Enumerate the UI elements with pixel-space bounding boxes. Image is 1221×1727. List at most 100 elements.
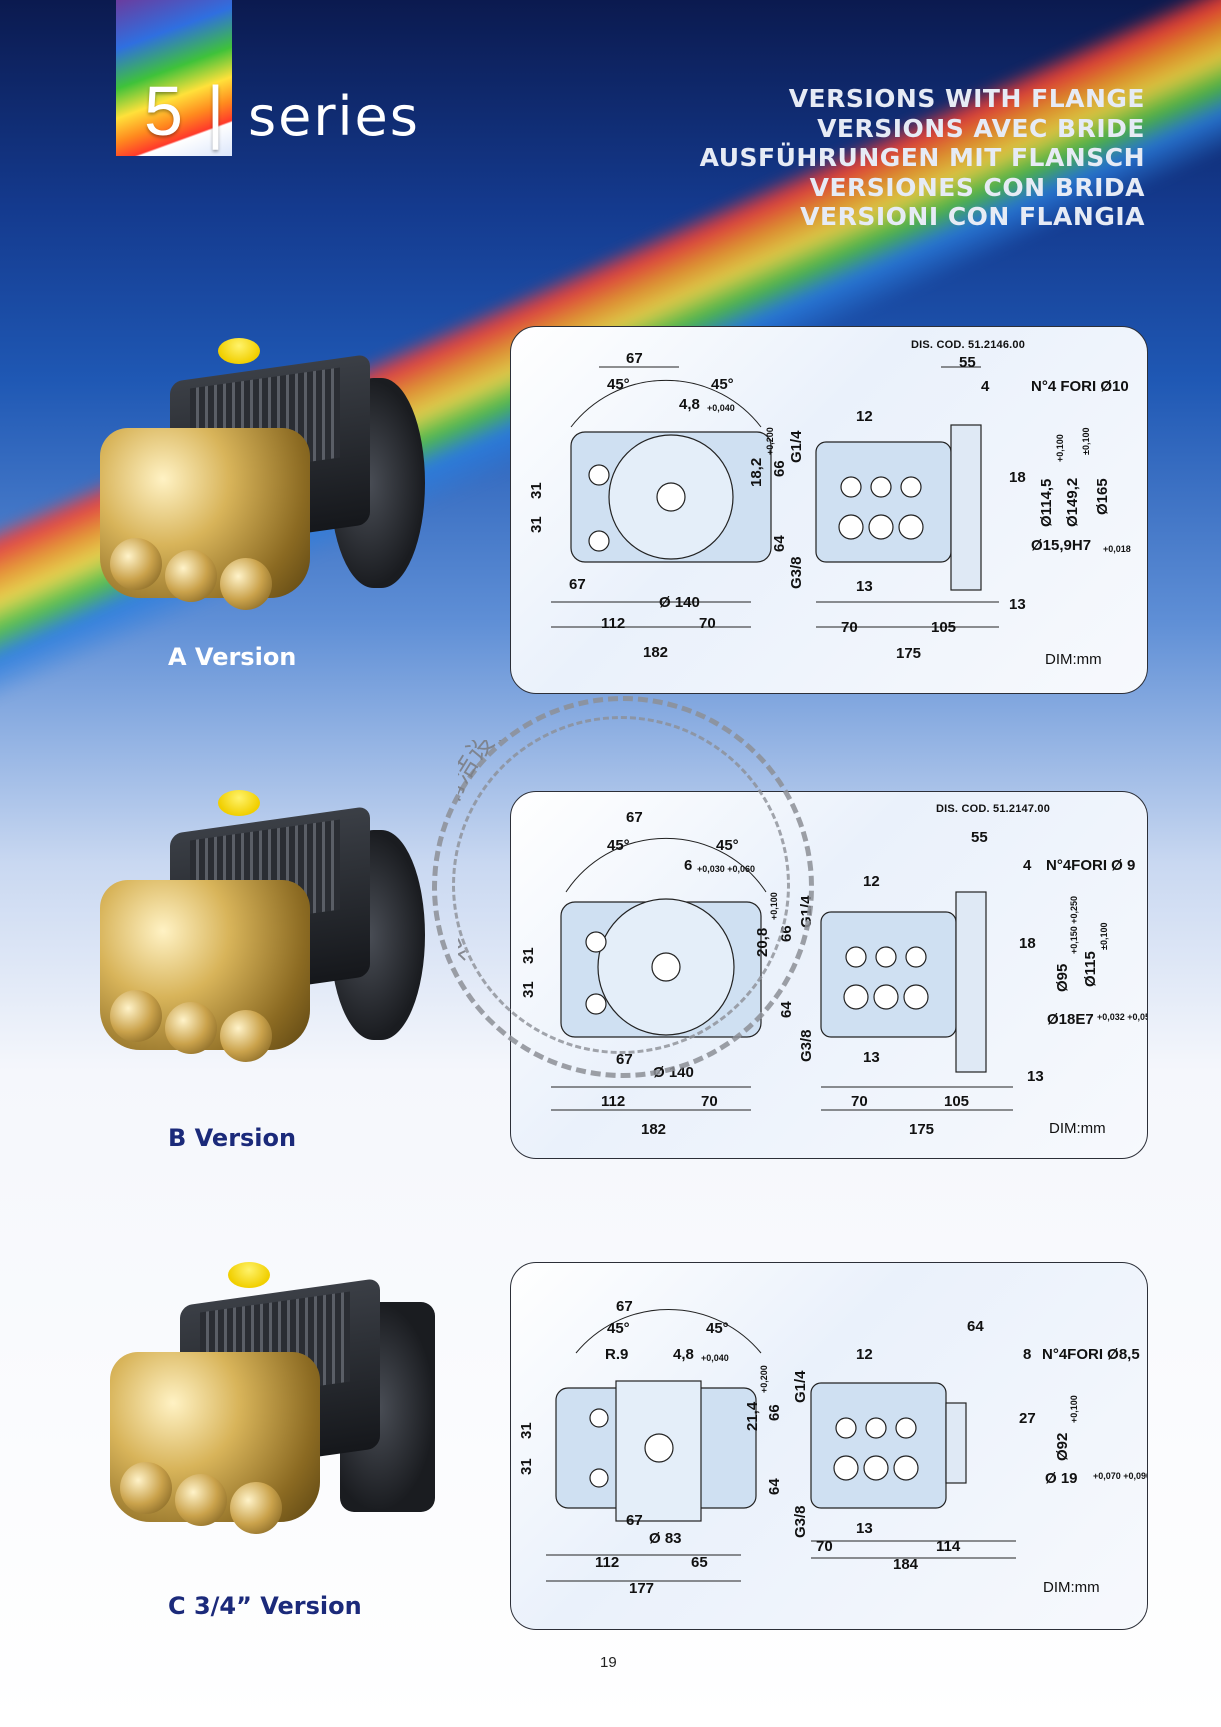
dim-c-65: 65 xyxy=(691,1554,708,1571)
dim-a-31b: 31 xyxy=(528,516,545,533)
dim-b-175: 175 xyxy=(909,1121,934,1138)
dim-c-d1-tol: +0,100 xyxy=(1069,1395,1079,1423)
dim-a-shaft-tol: +0,200 xyxy=(765,427,775,455)
dis-cod-a: DIS. COD. 51.2146.00 xyxy=(911,339,1026,351)
dim-c-shaft-tol: +0,200 xyxy=(759,1365,769,1393)
dim-a-55: 55 xyxy=(959,354,976,371)
dim-a-4: 4 xyxy=(981,378,990,395)
dim-a-64: 64 xyxy=(771,535,788,552)
dim-b-70: 70 xyxy=(701,1093,718,1110)
dim-b-d1-tol: +0,150 +0,250 xyxy=(1069,896,1079,954)
dim-c-angle-left: 45° xyxy=(607,1320,630,1337)
dim-b-key: 6 xyxy=(684,857,692,874)
dim-b-key-tol: +0,030 +0,060 xyxy=(697,864,755,874)
title-fr: VERSIONS AVEC BRIDE xyxy=(817,113,1145,143)
dim-b-g38: G3/8 xyxy=(798,1029,815,1062)
dim-a-d2-tol: ±0,100 xyxy=(1081,428,1091,455)
dim-b-64: 64 xyxy=(778,1001,795,1018)
dim-a-67-bottom: 67 xyxy=(569,576,586,593)
dim-c-g38: G3/8 xyxy=(792,1505,809,1538)
dim-a-angle-right: 45° xyxy=(711,376,734,393)
dim-c-64-top: 64 xyxy=(967,1318,984,1335)
dim-b-105: 105 xyxy=(944,1093,969,1110)
drawing-panel-a: DIS. COD. 51.2146.00 67 45° 45° 4,8 +0,0… xyxy=(510,326,1148,694)
dim-c-s70: 70 xyxy=(816,1538,833,1555)
dim-a-g38: G3/8 xyxy=(788,556,805,589)
series-word: series xyxy=(248,85,420,148)
dim-b-bore: Ø18E7 xyxy=(1047,1011,1094,1028)
dim-a-12: 12 xyxy=(856,408,873,425)
drawing-b: 67 45° 45° 6 +0,030 +0,060 20,8 +0,100 6… xyxy=(520,809,1147,1138)
dim-c-184: 184 xyxy=(893,1556,919,1573)
dim-a-d3: Ø165 xyxy=(1094,478,1111,515)
dim-b-66: 66 xyxy=(778,925,795,942)
dim-b-holes: N°4FORI Ø 9 xyxy=(1046,857,1135,874)
dim-c-31b: 31 xyxy=(518,1458,535,1475)
dim-b-bore-tol: +0,032 +0,050 xyxy=(1097,1012,1147,1022)
dim-b-shaft-tol: +0,100 xyxy=(769,892,779,920)
dim-c-holes: N°4FORI Ø8,5 xyxy=(1042,1346,1140,1363)
dim-a-s70: 70 xyxy=(841,619,858,636)
dim-c-key: 4,8 xyxy=(673,1346,694,1363)
dis-cod-b: DIS. COD. 51.2147.00 xyxy=(936,803,1051,815)
dim-b-d2: Ø115 xyxy=(1082,951,1099,987)
dim-c-d1: Ø92 xyxy=(1054,1433,1071,1461)
dim-c-shaft: 21,4 xyxy=(744,1401,761,1431)
dim-a-112: 112 xyxy=(601,615,625,632)
dim-c-31a: 31 xyxy=(518,1422,535,1439)
dim-c-13: 13 xyxy=(856,1520,873,1537)
dim-unit-a: DIM:mm xyxy=(1045,651,1102,668)
pump-b-image xyxy=(100,790,440,1070)
title-de: AUSFÜHRUNGEN MIT FLANSCH xyxy=(699,143,1145,172)
dim-a-175: 175 xyxy=(896,645,921,662)
dim-b-13b: 13 xyxy=(1027,1068,1044,1085)
dim-a-70: 70 xyxy=(699,615,716,632)
dim-b-g14: G1/4 xyxy=(798,895,815,928)
dim-c-67-bottom: 67 xyxy=(626,1512,643,1529)
dim-c-bore: Ø 19 xyxy=(1045,1470,1078,1487)
dim-c-114: 114 xyxy=(936,1538,961,1555)
dim-b-12: 12 xyxy=(863,873,880,890)
dim-b-s70: 70 xyxy=(851,1093,868,1110)
dim-b-d2-tol: ±0,100 xyxy=(1099,923,1109,950)
dim-a-67-top: 67 xyxy=(626,350,643,367)
dim-a-182: 182 xyxy=(643,644,668,661)
drawing-panel-c: 67 45° 45° R.9 4,8 +0,040 21,4 +0,200 66… xyxy=(510,1262,1148,1630)
dim-a-13a: 13 xyxy=(856,578,873,595)
dim-c-64: 64 xyxy=(766,1478,783,1495)
series-number: 5 | xyxy=(144,72,227,150)
dim-c-key-tol: +0,040 xyxy=(701,1353,729,1363)
title-en: VERSIONS WITH FLANGE xyxy=(788,84,1145,113)
dim-a-66: 66 xyxy=(771,460,788,477)
drawing-c: 67 45° 45° R.9 4,8 +0,040 21,4 +0,200 66… xyxy=(518,1298,1147,1597)
dim-c-177: 177 xyxy=(629,1580,654,1597)
dim-c-8: 8 xyxy=(1023,1346,1031,1363)
pump-a-image xyxy=(100,338,440,618)
dim-a-angle-left: 45° xyxy=(607,376,630,393)
dim-b-circle: Ø 140 xyxy=(653,1064,694,1081)
dim-b-67-bottom: 67 xyxy=(616,1051,633,1068)
dim-a-d2: Ø149,2 xyxy=(1064,478,1081,527)
drawing-a: 67 45° 45° 4,8 +0,040 18,2 +0,200 66 64 … xyxy=(528,350,1131,662)
dim-a-g14: G1/4 xyxy=(788,430,805,463)
dim-b-shaft: 20,8 xyxy=(754,928,771,957)
dim-a-key-tol: +0,040 xyxy=(707,403,735,413)
dim-c-angle-right: 45° xyxy=(706,1320,729,1337)
drawing-panel-b: DIS. COD. 51.2147.00 67 45° 45° 6 +0,030… xyxy=(510,791,1148,1159)
dim-c-112: 112 xyxy=(595,1554,619,1571)
dim-c-27: 27 xyxy=(1019,1410,1036,1427)
page-number: 19 xyxy=(600,1654,617,1671)
dim-unit-c: DIM:mm xyxy=(1043,1579,1100,1596)
series-logo-box xyxy=(116,0,232,156)
dim-b-31b: 31 xyxy=(520,981,537,998)
dim-a-d1-tol: +0,100 xyxy=(1055,434,1065,462)
dim-a-circle: Ø 140 xyxy=(659,594,700,611)
dim-c-radius: R.9 xyxy=(605,1346,628,1363)
title-it: VERSIONI CON FLANGIA xyxy=(800,202,1145,231)
dim-a-bore: Ø15,9H7 xyxy=(1031,537,1091,554)
dim-b-55: 55 xyxy=(971,829,988,846)
dim-c-g14: G1/4 xyxy=(792,1370,809,1403)
dim-a-key: 4,8 xyxy=(679,396,700,413)
version-b-label: B Version xyxy=(168,1124,297,1152)
dim-c-12: 12 xyxy=(856,1346,873,1363)
